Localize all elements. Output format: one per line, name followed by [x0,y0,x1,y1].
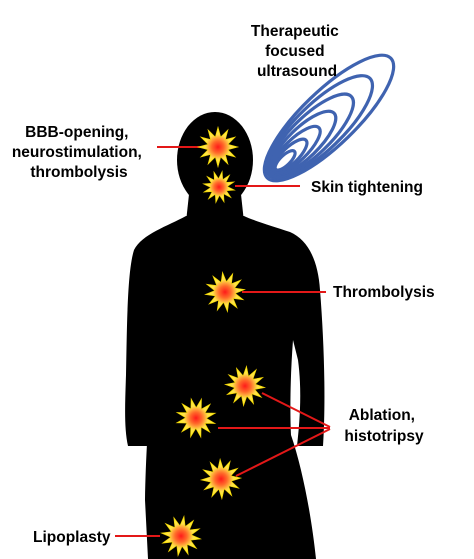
silhouette-head [177,112,253,208]
starburst-icon [175,397,217,439]
leader-line-ablation-lower [235,428,331,477]
label-head: BBB-opening, neurostimulation, thromboly… [12,124,146,181]
human-silhouette [125,112,325,559]
leader-line-ablation-upper [261,392,331,428]
ultrasound-label: Therapeutic focused ultrasound [251,23,343,80]
starburst-icon [202,170,236,204]
starburst-icon [223,364,267,408]
starburst-icon [199,457,243,501]
silhouette-neck [186,185,244,222]
label-skin-tightening: Skin tightening [311,179,423,196]
focal-points [160,125,267,557]
starburst-icon [204,271,246,313]
label-ablation: Ablation, histotripsy [344,407,424,445]
silhouette-body [125,216,325,559]
starburst-icon [196,125,240,169]
starburst-icon [160,515,202,557]
label-lipoplasty: Lipoplasty [33,529,111,546]
leader-lines [115,146,331,537]
label-thrombolysis: Thrombolysis [333,284,435,301]
ultrasound-wave-icon [262,53,396,183]
